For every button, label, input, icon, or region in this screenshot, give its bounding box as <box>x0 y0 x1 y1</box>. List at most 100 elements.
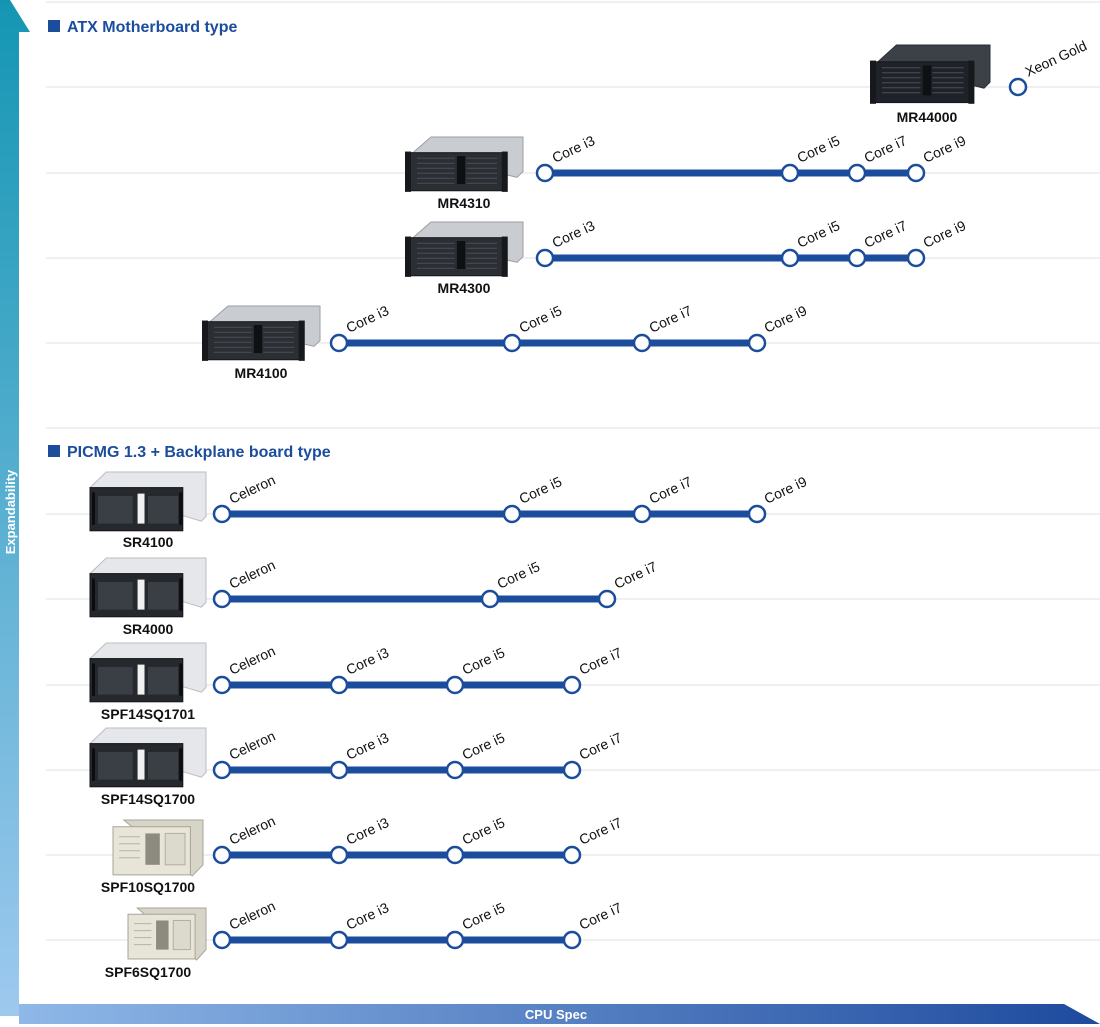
cpu-node <box>329 675 349 695</box>
cpu-label: Core i5 <box>460 814 508 848</box>
model-name: SR4000 <box>123 621 174 637</box>
model-name: MR44000 <box>897 109 958 125</box>
section-picmg: PICMG 1.3 + Backplane board typeSR4100Ce… <box>46 427 1100 980</box>
cpu-node <box>906 163 926 183</box>
cpu-node <box>780 163 800 183</box>
cpu-node <box>445 845 465 865</box>
cpu-node <box>562 760 582 780</box>
chassis-image <box>89 471 207 532</box>
chassis-image <box>405 136 524 192</box>
cpu-node <box>445 760 465 780</box>
cpu-node <box>212 504 232 524</box>
cpu-label: Celeron <box>227 471 278 506</box>
cpu-node <box>747 333 767 353</box>
cpu-label: Core i7 <box>862 217 910 251</box>
cpu-label: Celeron <box>227 812 278 847</box>
model-name: SPF6SQ1700 <box>105 964 192 980</box>
model-row-sr4100: SR4100 Celeron Core i5 Core i7 Core i9 <box>46 471 1100 550</box>
chassis-image <box>89 642 207 703</box>
cpu-label: Core i5 <box>495 558 543 592</box>
cpu-label: Core i7 <box>577 899 625 933</box>
cpu-label: Core i3 <box>344 729 392 763</box>
cpu-node <box>562 845 582 865</box>
cpu-label: Core i5 <box>460 899 508 933</box>
cpu-label: Core i3 <box>344 302 392 336</box>
cpu-label: Core i3 <box>344 644 392 678</box>
y-axis-label: Expandability <box>3 469 18 554</box>
cpu-label: Core i5 <box>460 644 508 678</box>
cpu-label: Core i5 <box>517 302 565 336</box>
cpu-node <box>780 248 800 268</box>
cpu-label: Core i9 <box>762 473 810 507</box>
cpu-label: Core i5 <box>517 473 565 507</box>
cpu-label: Core i7 <box>577 814 625 848</box>
model-name: MR4300 <box>438 280 491 296</box>
expandability-axis-arrow <box>0 0 30 1016</box>
cpu-node <box>445 675 465 695</box>
chassis-image <box>127 907 207 961</box>
section-title: PICMG 1.3 + Backplane board type <box>67 444 331 461</box>
cpu-node <box>562 930 582 950</box>
cpu-node <box>562 675 582 695</box>
cpu-label: Core i7 <box>647 473 695 507</box>
x-axis-label: CPU Spec <box>525 1007 587 1022</box>
chassis-image <box>89 727 207 788</box>
cpu-node <box>329 760 349 780</box>
cpu-label: Celeron <box>227 642 278 677</box>
cpu-node <box>597 589 617 609</box>
cpu-node <box>535 248 555 268</box>
cpu-node <box>212 589 232 609</box>
cpu-node <box>632 333 652 353</box>
cpu-node <box>212 930 232 950</box>
cpu-label: Core i7 <box>577 729 625 763</box>
model-name: SPF14SQ1701 <box>101 706 195 722</box>
cpu-label: Xeon Gold <box>1023 37 1090 79</box>
cpu-node <box>847 163 867 183</box>
cpu-node <box>212 675 232 695</box>
cpu-node <box>632 504 652 524</box>
cpu-label: Core i9 <box>762 302 810 336</box>
cpu-label: Celeron <box>227 727 278 762</box>
chassis-image <box>870 44 991 104</box>
cpu-label: Core i7 <box>862 132 910 166</box>
cpu-node <box>212 760 232 780</box>
model-row-mr4100: MR4100 Core i3 Core i5 Core i7 Core i9 <box>46 302 1100 381</box>
model-row-spf6sq1700: SPF6SQ1700 Celeron Core i3 Core i5 Core i7 <box>46 897 1100 980</box>
model-name: MR4100 <box>235 365 288 381</box>
model-name: MR4310 <box>438 195 491 211</box>
cpu-node <box>535 163 555 183</box>
cpu-label: Celeron <box>227 556 278 591</box>
cpu-node <box>329 930 349 950</box>
section-title-square-icon <box>48 445 60 457</box>
cpu-label: Core i5 <box>795 217 843 251</box>
cpu-label: Core i3 <box>344 899 392 933</box>
model-row-mr44000: MR44000 Xeon Gold <box>46 37 1100 125</box>
cpu-node <box>502 333 522 353</box>
model-name: SPF14SQ1700 <box>101 791 195 807</box>
cpu-node <box>747 504 767 524</box>
cpu-label: Core i3 <box>344 814 392 848</box>
chassis-image <box>405 221 524 277</box>
model-name: SR4100 <box>123 534 174 550</box>
cpu-spec-axis-arrow <box>19 1004 1100 1024</box>
cpu-label: Core i7 <box>647 302 695 336</box>
cpu-node <box>1008 77 1028 97</box>
cpu-node <box>445 930 465 950</box>
cpu-label: Celeron <box>227 897 278 932</box>
cpu-node <box>329 333 349 353</box>
chassis-image <box>89 557 207 618</box>
cpu-node <box>212 845 232 865</box>
chassis-image <box>112 819 204 877</box>
cpu-label: Core i9 <box>921 132 969 166</box>
cpu-node <box>329 845 349 865</box>
section-title: ATX Motherboard type <box>67 19 237 36</box>
cpu-label: Core i5 <box>795 132 843 166</box>
cpu-label: Core i3 <box>550 217 598 251</box>
cpu-node <box>502 504 522 524</box>
